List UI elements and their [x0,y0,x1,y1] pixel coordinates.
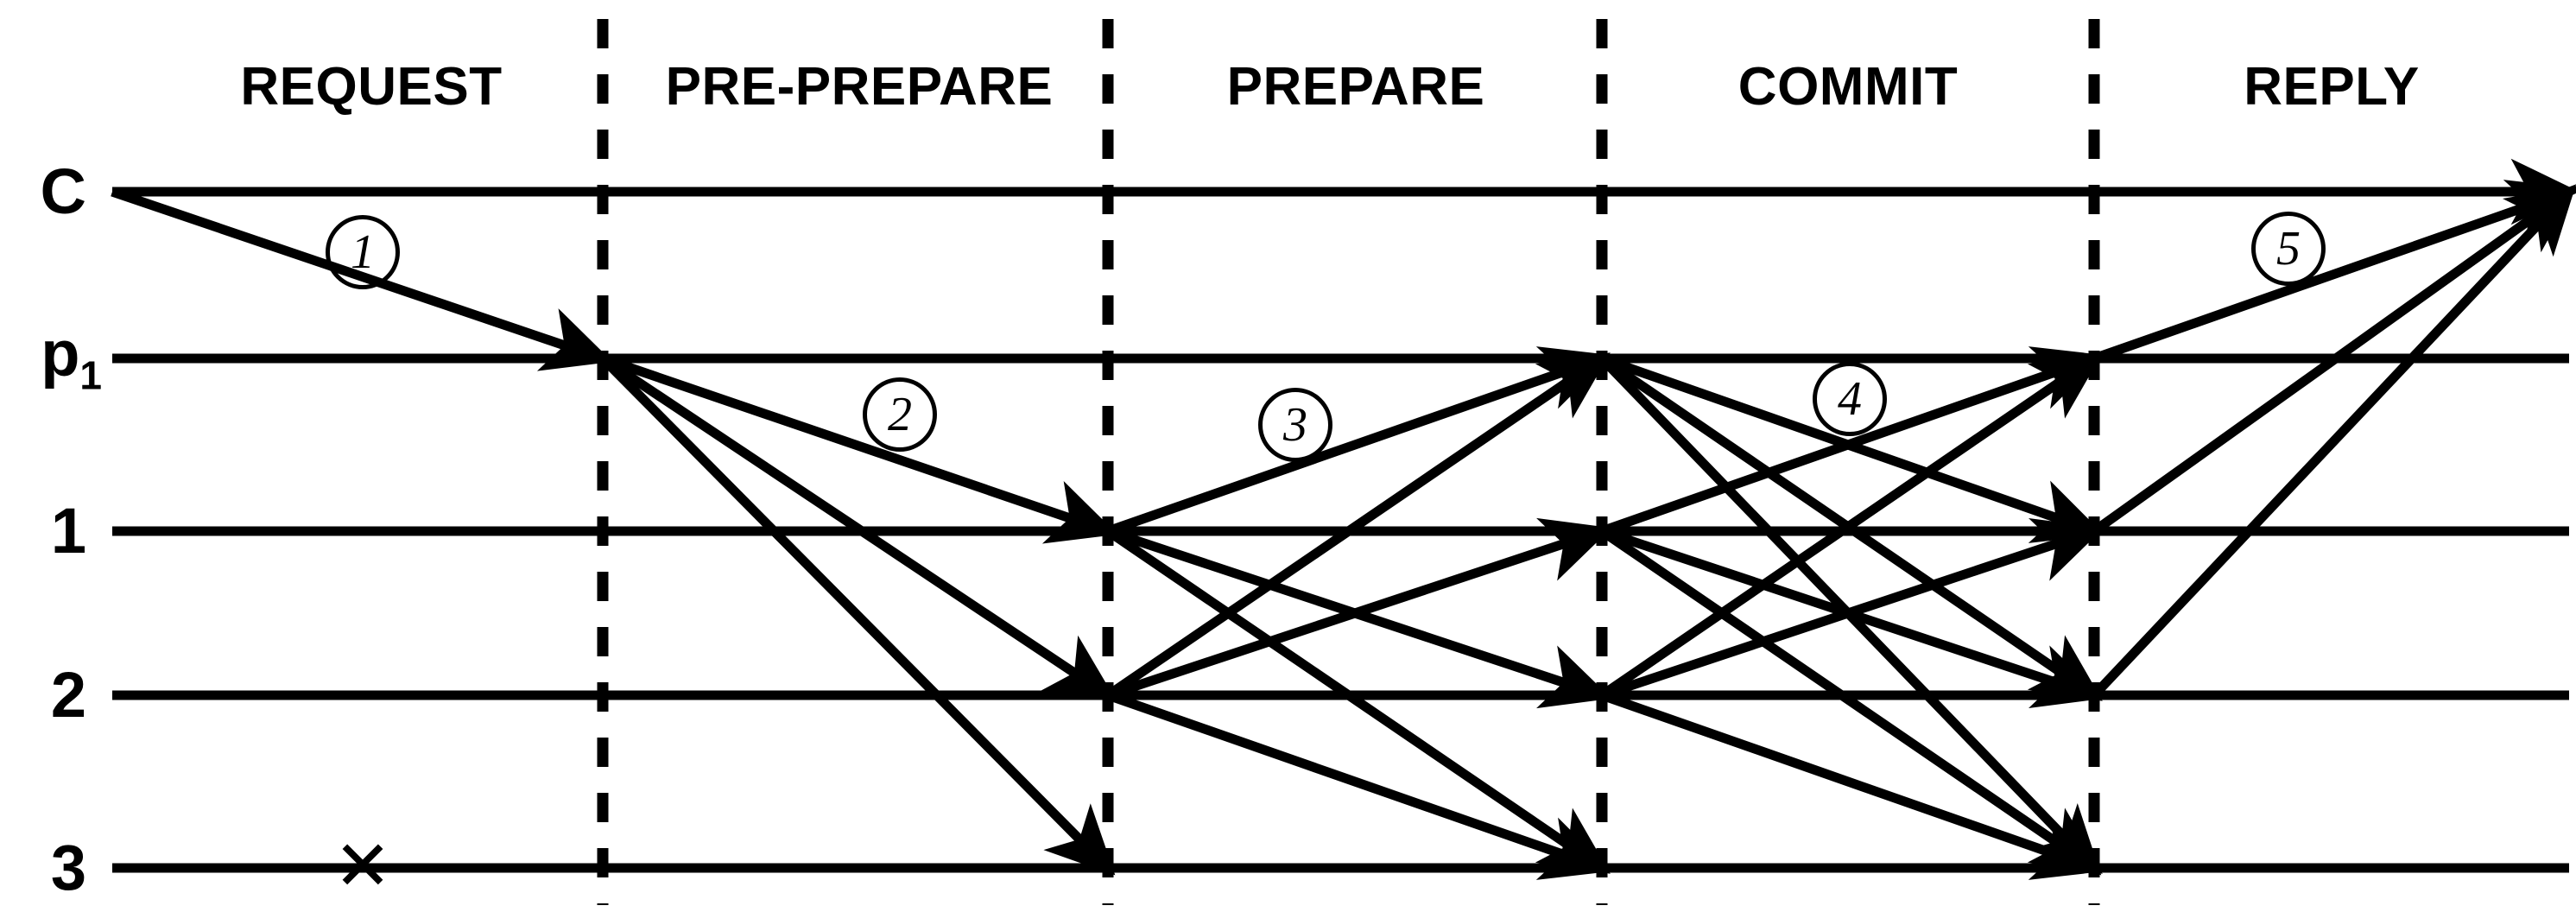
message-m4-r1-to-r3 [1598,527,2103,874]
step-marker-2: 2 [863,377,937,452]
phase-label-reply: REPLY [2244,57,2420,117]
message-m3-r1-to-r3 [1104,527,1611,874]
participant-label-text: C [40,155,86,227]
participant-label-client: C [41,160,86,224]
message-m2-p1-to-r3 [599,355,1116,876]
message-m2-p1-to-r2 [599,354,1117,701]
step-marker-5: 5 [2251,212,2326,286]
message-m4-r2-to-p1 [1598,352,2103,700]
message-m3-r2-to-p1 [1104,352,1611,700]
message-m3-r1-to-p1 [1106,346,1612,536]
message-m5-r2-to-c [2090,184,2576,699]
message-m5-r1-to-c [2091,186,2576,535]
participant-label-replica-3: 3 [51,836,86,900]
participant-label-replica-2: 2 [51,663,86,727]
phase-label-pre-prepare: PRE-PREPARE [665,57,1054,117]
message-m2-p1-to-r1 [601,353,1118,544]
step-marker-3: 3 [1258,388,1332,462]
participant-label-replica-1: 1 [51,499,86,563]
participant-label-subscript: 1 [79,352,102,398]
message-m3-r2-to-r3 [1106,690,1612,880]
phase-label-prepare: PREPARE [1226,57,1485,117]
participant-timelines [112,158,2576,873]
phase-label-commit: COMMIT [1737,57,1959,117]
step-marker-4: 4 [1813,362,1887,436]
message-arrows [111,180,2576,880]
phase-dividers [597,19,2100,905]
message-m4-r1-to-p1 [1600,346,2104,536]
participant-label-primary: p1 [41,321,102,398]
message-m4-r2-to-r1 [1600,517,2104,700]
message-m4-r2-to-r3 [1600,690,2104,880]
step-marker-1: 1 [326,215,400,289]
message-m5-p1-to-c [2092,180,2576,364]
participant-label-text: 2 [50,659,86,731]
participant-label-text: 3 [50,832,86,903]
participant-label-text: 1 [50,495,86,567]
participant-label-text: p [41,317,80,390]
phase-label-request: REQUEST [240,57,503,117]
message-m3-r2-to-r1 [1106,517,1612,700]
fault-replica-3-icon: ✕ [333,827,392,904]
